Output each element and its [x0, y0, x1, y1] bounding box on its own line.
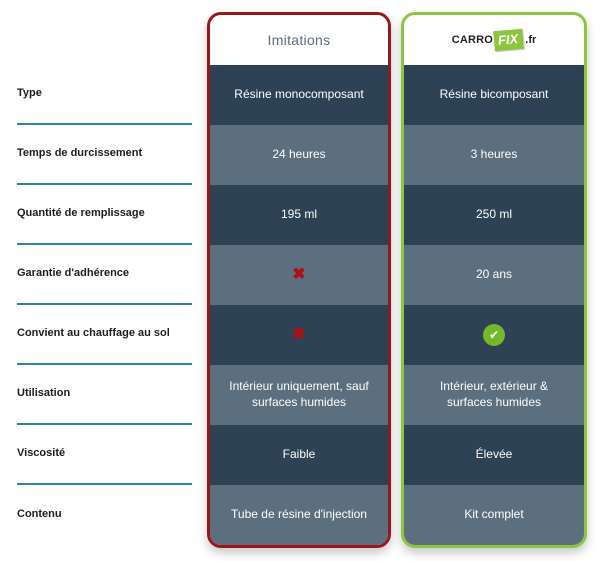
- cell-carrofix-temps-de-durcissement: 3 heures: [404, 125, 584, 185]
- cell-text: Élevée: [475, 447, 513, 462]
- cell-carrofix-type: Résine bicomposant: [404, 65, 584, 125]
- cell-text: Résine bicomposant: [439, 87, 549, 102]
- row-label-text: Convient au chauffage au sol: [17, 327, 170, 340]
- carrofix-header: CARRO FIX .fr: [404, 15, 584, 65]
- logo-text-fr: .fr: [525, 34, 537, 46]
- cell-text: 195 ml: [280, 207, 318, 222]
- row-label-quantite-de-remplissage: Quantité de remplissage: [17, 185, 192, 245]
- row-label-text: Garantie d'adhérence: [17, 267, 130, 280]
- cell-imitations-type: Résine monocomposant: [210, 65, 388, 125]
- cell-carrofix-quantite-de-remplissage: 250 ml: [404, 185, 584, 245]
- row-label-convient-au-chauffage-au-sol: Convient au chauffage au sol: [17, 305, 192, 365]
- row-label-utilisation: Utilisation: [17, 365, 192, 425]
- x-icon: ✖: [292, 326, 306, 343]
- cell-text: Résine monocomposant: [234, 87, 364, 102]
- cell-imitations-garantie-d-adherence: ✖: [210, 245, 388, 305]
- row-label-contenu: Contenu: [17, 485, 192, 545]
- cell-carrofix-convient-au-chauffage-au-sol: ✔: [404, 305, 584, 365]
- cell-carrofix-garantie-d-adherence: 20 ans: [404, 245, 584, 305]
- imitations-cells: Résine monocomposant 24 heures 195 ml ✖ ✖ Int…: [210, 65, 388, 545]
- cell-carrofix-utilisation: Intérieur, extérieur & surfaces humides: [404, 365, 584, 425]
- x-icon: ✖: [292, 266, 306, 283]
- logo-text-fix: FIX: [493, 28, 525, 52]
- cell-text: Tube de résine d'injection: [231, 507, 367, 522]
- column-carrofix: CARRO FIX .fr Résine bicomposant 3 heures…: [401, 12, 587, 548]
- cell-imitations-utilisation: Intérieur uniquement, sauf surfaces humi…: [210, 365, 388, 425]
- cell-carrofix-viscosite: Élevée: [404, 425, 584, 485]
- check-circle-icon: ✔: [483, 324, 505, 346]
- imitations-title: Imitations: [267, 32, 331, 48]
- cell-text: Intérieur, extérieur & surfaces humides: [439, 379, 549, 409]
- row-label-text: Contenu: [17, 508, 62, 521]
- row-label-type: Type: [17, 65, 192, 125]
- cell-text: 24 heures: [272, 147, 326, 162]
- logo-text-carro: CARRO: [451, 34, 494, 46]
- row-label-text: Quantité de remplissage: [17, 207, 145, 220]
- cell-text: Kit complet: [464, 507, 524, 522]
- cell-imitations-convient-au-chauffage-au-sol: ✖: [210, 305, 388, 365]
- cell-text: 20 ans: [475, 267, 513, 282]
- row-label-viscosite: Viscosité: [17, 425, 192, 485]
- row-label-text: Temps de durcissement: [17, 147, 143, 160]
- row-label-text: Viscosité: [17, 447, 66, 460]
- cell-carrofix-contenu: Kit complet: [404, 485, 584, 545]
- cell-imitations-viscosite: Faible: [210, 425, 388, 485]
- cell-text: 250 ml: [475, 207, 513, 222]
- carrofix-logo: CARRO FIX .fr: [451, 28, 537, 52]
- row-label-text: Utilisation: [17, 387, 71, 400]
- imitations-header: Imitations: [210, 15, 388, 65]
- carrofix-cells: Résine bicomposant 3 heures 250 ml 20 ans ✔ I…: [404, 65, 584, 545]
- row-label-garantie-d-adherence: Garantie d'adhérence: [17, 245, 192, 305]
- cell-text: 3 heures: [470, 147, 518, 162]
- cell-imitations-temps-de-durcissement: 24 heures: [210, 125, 388, 185]
- cell-imitations-quantite-de-remplissage: 195 ml: [210, 185, 388, 245]
- column-imitations: Imitations Résine monocomposant 24 heures…: [207, 12, 391, 548]
- row-label-temps-de-durcissement: Temps de durcissement: [17, 125, 192, 185]
- cell-imitations-contenu: Tube de résine d'injection: [210, 485, 388, 545]
- row-label-text: Type: [17, 87, 42, 100]
- cell-text: Faible: [282, 447, 316, 462]
- cell-text: Intérieur uniquement, sauf surfaces humi…: [229, 379, 369, 409]
